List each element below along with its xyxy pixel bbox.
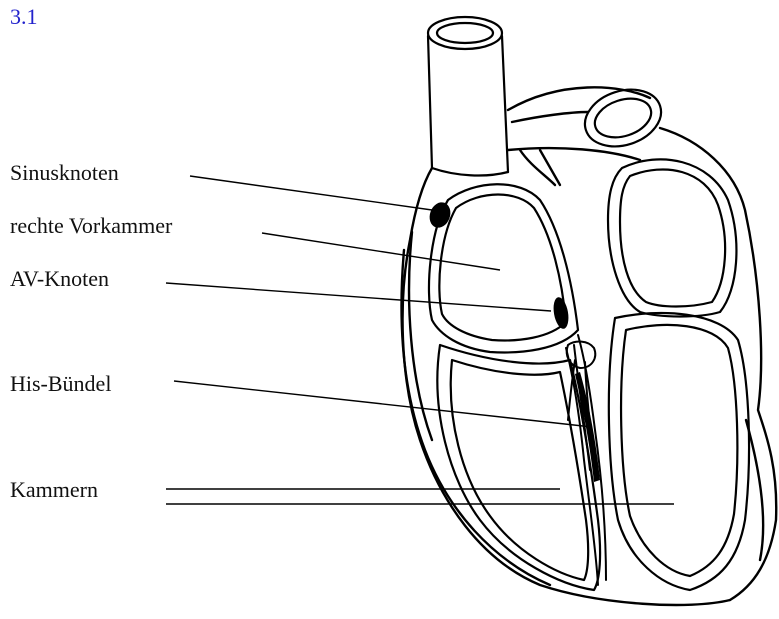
- leader-his-buendel: [174, 381, 592, 427]
- left-atrium: [608, 159, 736, 316]
- left-ventricle: [609, 313, 749, 590]
- right-atrium: [429, 184, 578, 352]
- heart-outline: [402, 87, 777, 605]
- sinus-node-mark: [426, 199, 454, 230]
- vessel-ring: [578, 80, 669, 155]
- leader-sinusknoten: [190, 176, 432, 210]
- av-node-mark: [551, 296, 570, 330]
- vessel-tube: [428, 17, 508, 175]
- leader-rechte-vorkammer: [262, 233, 500, 270]
- right-ventricle: [437, 345, 600, 590]
- leader-av-knoten: [166, 283, 551, 311]
